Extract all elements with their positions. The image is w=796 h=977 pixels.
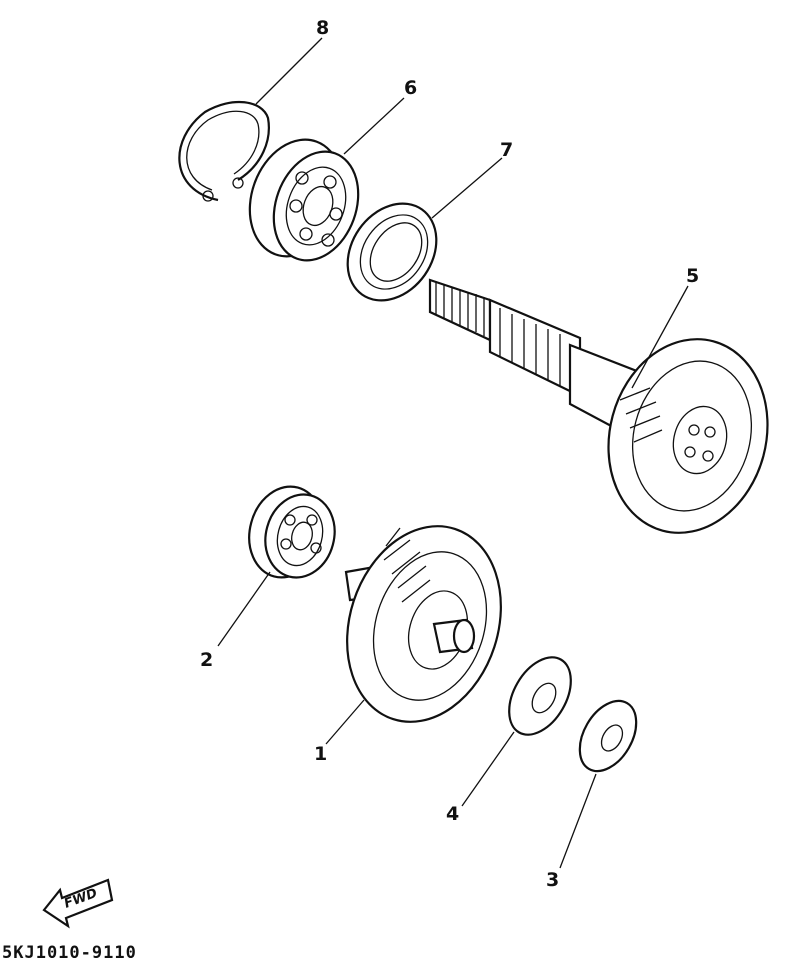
leader-8 xyxy=(255,37,323,105)
fwd-arrow: FWD xyxy=(42,878,114,929)
part-3-washer xyxy=(578,699,638,773)
part-4-washer xyxy=(508,656,572,736)
callout-1: 1 xyxy=(314,743,327,765)
leader-5 xyxy=(631,285,689,389)
callout-2: 2 xyxy=(200,649,213,671)
leader-3 xyxy=(559,773,597,869)
callout-8: 8 xyxy=(316,17,329,39)
callout-labels: 8 6 7 5 2 1 4 3 xyxy=(200,17,699,891)
leader-7 xyxy=(431,157,503,219)
leader-lines xyxy=(217,37,689,869)
part-6-bearing xyxy=(248,138,360,262)
part-8-circlip xyxy=(178,100,270,202)
callout-3: 3 xyxy=(546,869,559,891)
leader-6 xyxy=(343,97,405,155)
part-7-oil-seal xyxy=(346,202,438,302)
leader-2 xyxy=(217,571,271,647)
leader-4 xyxy=(461,731,515,807)
callout-6: 6 xyxy=(404,77,417,99)
part-5-shaft-gear xyxy=(428,278,769,534)
leader-1 xyxy=(325,699,365,745)
callout-5: 5 xyxy=(686,265,699,287)
part-2-bearing xyxy=(248,485,336,579)
callout-4: 4 xyxy=(446,803,459,825)
callout-7: 7 xyxy=(500,139,513,161)
part-1-gear xyxy=(344,525,502,723)
diagram-code: 5KJ1010-9110 xyxy=(2,943,137,963)
